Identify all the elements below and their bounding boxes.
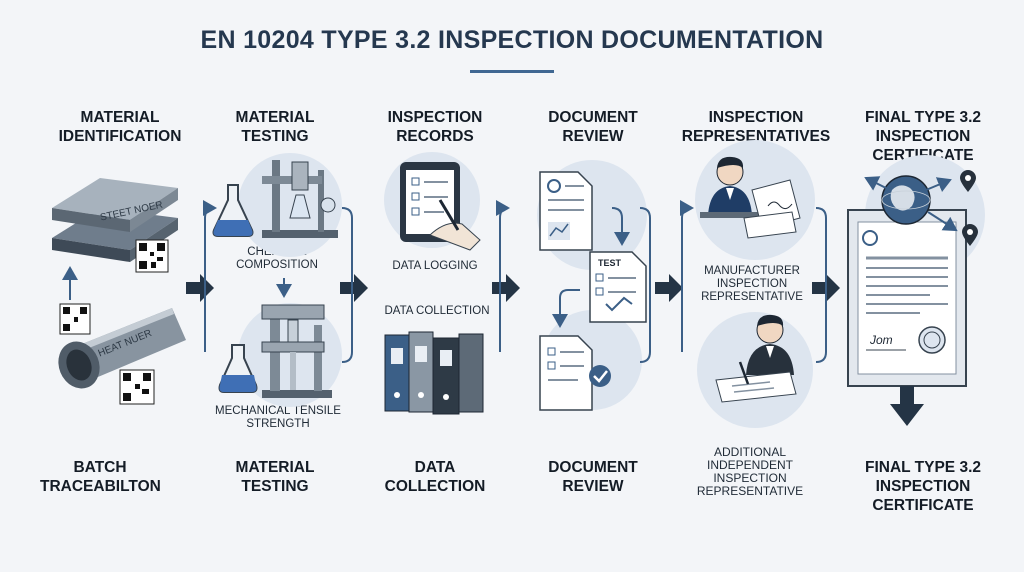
col2-top-label: MATERIAL TESTING xyxy=(235,109,315,145)
bracket-out-col5 xyxy=(815,207,827,363)
globe-arrow-left xyxy=(864,176,887,191)
tensile-tester-icon xyxy=(261,304,332,398)
flow-arrow-2 xyxy=(340,274,368,302)
col1-top-label: MATERIAL IDENTIFICATION xyxy=(58,109,182,145)
col3-bottom-label: DATA COLLECTION xyxy=(384,459,486,495)
lab-stand-icon xyxy=(262,160,338,238)
page-title: EN 10204 TYPE 3.2 INSPECTION DOCUMENTATI… xyxy=(200,26,824,54)
test-tag-text: TEST xyxy=(598,258,622,268)
bracket-in-col5 xyxy=(679,200,694,352)
map-pin-icon-bottom xyxy=(962,224,978,246)
globe-icon xyxy=(881,175,931,225)
flow-arrow-3 xyxy=(492,274,520,302)
qr-code-icon-pipe xyxy=(119,369,155,405)
bracket-out-col4 xyxy=(639,207,651,363)
approved-document-icon xyxy=(539,335,611,411)
col1-bottom-label: BATCH TRACEABILTON xyxy=(40,459,161,495)
col4-top-label: DOCUMENT REVIEW xyxy=(548,109,638,145)
tablet-checklist-icon xyxy=(400,162,481,251)
test-report-icon: TEST xyxy=(589,251,647,323)
chemical-flask-icon xyxy=(212,184,254,237)
col5-top-label: INSPECTION REPRESENTATIVES xyxy=(681,109,831,145)
bracket-out-col3 xyxy=(495,200,510,352)
binders-icon xyxy=(384,331,484,415)
independent-rep-icon xyxy=(715,314,797,403)
data-logging-label: DATA LOGGING xyxy=(392,260,478,272)
col2-bottom-label: MATERIAL TESTING xyxy=(235,459,315,495)
mechanical-tensile-label: MECHANICAL TENSILE STRENGTH xyxy=(215,405,341,430)
globe-arrow-down xyxy=(927,211,958,232)
col6-bottom-label: FINAL TYPE 3.2 INSPECTION CERTIFICATE xyxy=(865,459,981,514)
certificate-icon: Jom xyxy=(847,209,967,387)
col3-top-label: INSPECTION RECORDS xyxy=(387,109,483,145)
qr-code-icon-plate xyxy=(135,239,169,273)
arrow-test-to-doc xyxy=(552,289,580,328)
document-gear-icon xyxy=(539,171,593,251)
flow-arrow-4 xyxy=(655,274,683,302)
map-pin-icon-top xyxy=(960,170,976,192)
bracket-out-col2 xyxy=(341,207,353,363)
globe-arrow-right xyxy=(925,177,952,192)
certificate-down-arrow xyxy=(890,386,924,426)
manufacturer-rep-icon xyxy=(700,156,801,239)
mechanical-flask-icon xyxy=(218,344,258,393)
col4-bottom-label: DOCUMENT REVIEW xyxy=(548,459,638,495)
title-underline xyxy=(470,70,554,73)
qr-code-icon-left xyxy=(59,303,91,335)
data-collection-sublabel: DATA COLLECTION xyxy=(384,305,490,317)
signature-text: Jom xyxy=(869,333,893,347)
arrow-doc-to-test xyxy=(611,207,630,246)
bracket-in-col2 xyxy=(202,200,217,352)
steel-plates-icon: STEET NOER xyxy=(52,178,178,262)
col5-bottom-label: ADDITIONAL INDEPENDENT INSPECTION REPRES… xyxy=(696,445,804,498)
flow-arrow-1 xyxy=(186,274,214,302)
manufacturer-rep-label: MANUFACTURER INSPECTION REPRESENTATIVE xyxy=(701,265,803,303)
